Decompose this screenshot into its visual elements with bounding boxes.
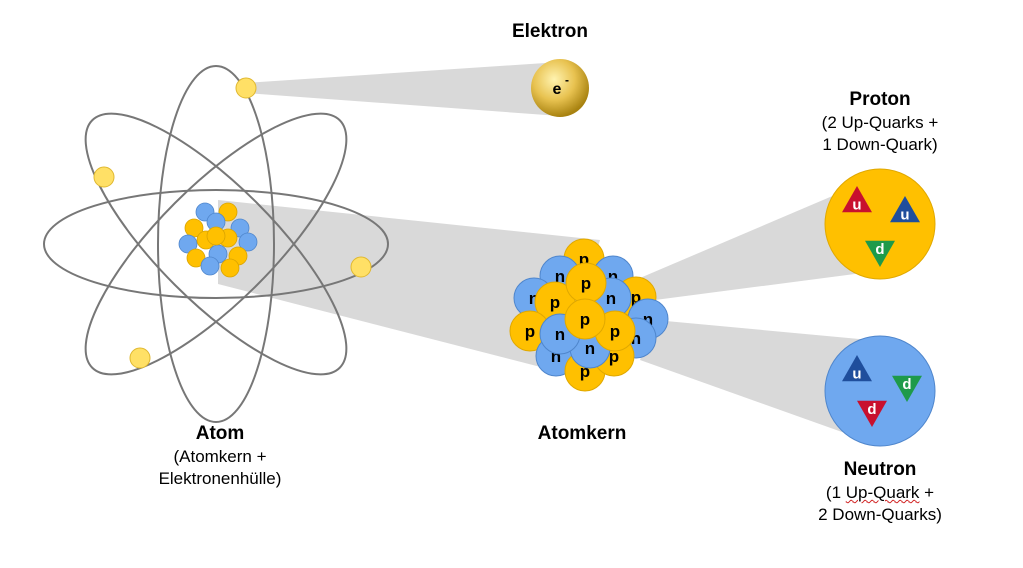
quark-d-icon [865,240,895,267]
electron-dot [235,77,257,99]
neutron-subtitle-line1: (1 Up-Quark + [825,483,935,502]
neutron-letter: n [551,347,561,366]
quark-letter: u [852,196,861,213]
label-proton: Proton (2 Up-Quarks + 1 Down-Quark) [790,88,970,156]
orbit-horizontal [43,189,389,299]
neutron-subtitle-line2: 2 Down-Quarks) [818,505,942,524]
label-atomkern: Atomkern [512,422,652,446]
proton-letter: p [580,362,590,381]
electron-dot [129,347,151,369]
neutron-letter: n [529,289,539,308]
neutron-letter: n [555,325,565,344]
atom-subtitle-line1: (Atomkern + [173,447,267,466]
proton-letter: p [631,288,641,307]
neutron-beam [640,320,870,442]
proton-letter: p [610,322,620,341]
orbit-vertical [157,65,275,423]
nucleus-proton [564,298,606,340]
proton-beam [640,180,870,300]
proton-letter: p [550,293,560,312]
proton-subtitle-line2: 1 Down-Quark) [822,135,938,154]
label-elektron: Elektron [490,20,610,44]
label-atom: Atom (Atomkern + Elektronenhülle) [120,422,320,490]
electron-beam [245,62,560,116]
proton-enlarged: u u d [824,168,936,280]
nucleus-beam [218,200,600,372]
quark-letter: d [902,376,911,393]
quark-u-icon [842,186,872,213]
atom-small-nucleus [178,202,258,278]
neutron-letter: n [608,267,618,286]
small-proton [186,248,206,268]
quark-letter: u [852,365,861,382]
neutron-letter: n [585,339,595,358]
quark-d-icon [892,375,922,402]
magnification-beams [218,62,870,442]
proton-subtitle-line1: (2 Up-Quarks + [821,113,939,132]
quark-letter: u [900,206,909,223]
small-proton [206,226,226,246]
atom-subtitle-line2: Elektronenhülle) [158,469,282,488]
label-neutron: Neutron (1 Up-Quark + 2 Down-Quarks) [790,458,970,526]
small-neutron [238,232,258,252]
proton-letter: p [580,310,590,329]
neutron-circle [824,335,936,447]
electron-dot [350,256,372,278]
orbit-electrons [93,77,372,369]
electron-enlarged: e - [531,59,589,117]
proton-letter: p [609,347,619,366]
electron-dot [93,166,115,188]
proton-letter: p [581,274,591,293]
proton-letter: p [525,322,535,341]
orbit-diagonal-2 [84,112,348,376]
neutron-letter: n [606,289,616,308]
small-proton [220,258,240,278]
proton-letter: p [579,250,589,269]
neutron-letter: n [555,267,565,286]
electron-symbol: e [553,81,562,98]
neutron-title: Neutron [843,459,917,480]
quark-d-icon [857,400,887,427]
small-neutron [178,234,198,254]
neutron-letter: n [643,310,653,329]
atom-title: Atom [195,423,245,444]
small-neutron [200,256,220,276]
quark-u-icon [890,196,920,223]
quark-u-icon [842,355,872,382]
quark-letter: d [867,401,876,418]
electron-orbits [43,65,389,423]
quark-letter: d [875,241,884,258]
atomkern-title: Atomkern [537,423,627,444]
elektron-title: Elektron [511,21,589,42]
electron-charge: - [565,73,569,87]
neutron-letter: n [631,329,641,348]
orbit-diagonal-1 [84,112,348,376]
proton-title: Proton [849,89,911,110]
neutron-enlarged: u d d [824,335,936,447]
